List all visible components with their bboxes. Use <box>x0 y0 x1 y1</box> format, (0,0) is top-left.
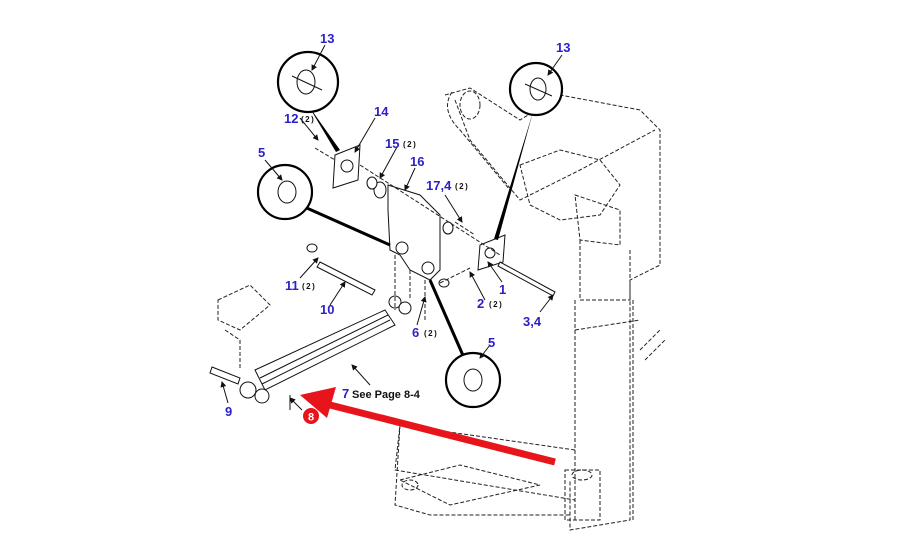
leader-lines <box>220 44 563 411</box>
callout-1: 1 <box>499 282 506 297</box>
frame-structure <box>217 87 666 531</box>
callout-11: 11 <box>285 278 299 293</box>
highlight-arrow <box>300 387 556 466</box>
highlight-badge-8[interactable]: 8 <box>303 408 319 424</box>
callout-12: 12 <box>284 111 298 126</box>
qty-17-4: (2) <box>455 182 469 191</box>
see-page-note: See Page 8-4 <box>352 389 421 401</box>
callouts: 13 13 14 12 (2) 15 (2) 16 5 5 17,4 (2) 1… <box>225 31 570 419</box>
callout-15: 15 <box>385 136 399 151</box>
callout-13-right: 13 <box>556 40 570 55</box>
callout-5-lower: 5 <box>488 335 495 350</box>
callout-10: 10 <box>320 302 334 317</box>
detail-circles <box>256 50 564 409</box>
badge-label: 8 <box>308 412 314 424</box>
callout-9: 9 <box>225 404 232 419</box>
callout-16: 16 <box>410 154 424 169</box>
qty-6: (2) <box>424 329 438 338</box>
callout-6: 6 <box>412 325 419 340</box>
qty-11: (2) <box>302 282 316 291</box>
callout-5-upper: 5 <box>258 145 265 160</box>
pin-rod <box>316 261 376 296</box>
callout-14: 14 <box>374 104 389 119</box>
callout-13-left: 13 <box>320 31 334 46</box>
pivot-bracket <box>373 181 441 320</box>
callout-7: 7 <box>342 386 349 401</box>
callout-3-4: 3,4 <box>523 314 542 329</box>
qty-2: (2) <box>489 300 503 309</box>
plates <box>209 144 556 385</box>
hydraulic-cylinder <box>239 295 412 404</box>
qty-12: (2) <box>301 115 315 124</box>
callout-2: 2 <box>477 296 484 311</box>
qty-15: (2) <box>403 140 417 149</box>
callout-17-4: 17,4 <box>426 178 452 193</box>
